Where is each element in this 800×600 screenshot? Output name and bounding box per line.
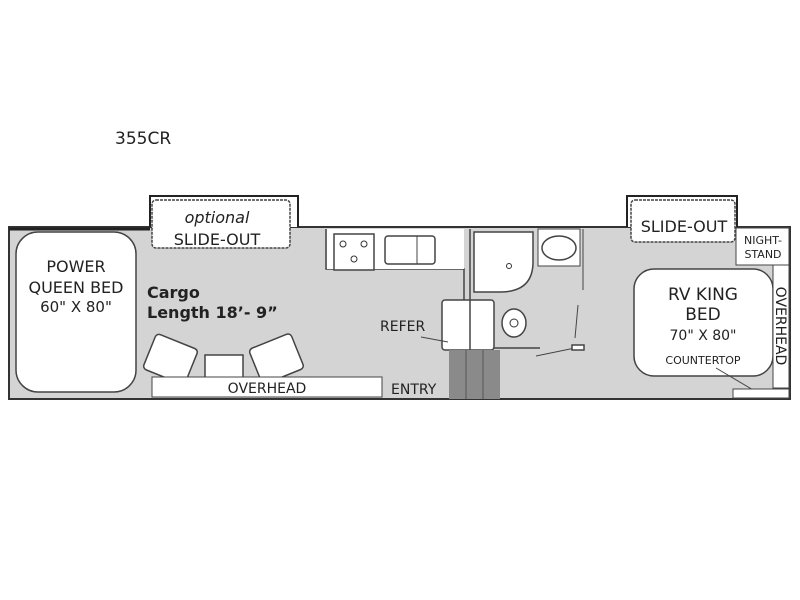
entry-stairs — [449, 350, 500, 399]
bathroom — [469, 228, 585, 357]
overhead-cabinet-right — [772, 264, 790, 389]
nightstand-label: STAND — [744, 248, 781, 261]
king-bed: RV KING BED 70" X 80" COUNTERTOP — [633, 268, 774, 395]
king-bed-label: RV KING — [668, 285, 738, 305]
entry-label: ENTRY — [391, 382, 437, 398]
left-slideout: optional SLIDE-OUT — [149, 195, 299, 249]
cargo-length: Length 18’- 9” — [147, 303, 278, 322]
overhead-left-label: OVERHEAD — [228, 381, 307, 397]
queen-bed-label: QUEEN BED — [29, 278, 124, 297]
cargo-label: Cargo — [147, 283, 200, 302]
model-title: 355CR — [115, 129, 171, 149]
refer-label: REFER — [380, 319, 425, 335]
refrigerator — [441, 299, 495, 351]
nightstand-label: NIGHT- — [744, 234, 782, 247]
sink-icon — [384, 235, 436, 265]
bath-sink-icon — [541, 235, 577, 261]
kitchen-counter — [325, 229, 465, 300]
slideout-optional-label: optional — [185, 208, 250, 227]
king-bed-size: 70" X 80" — [670, 328, 737, 344]
overhead-right-label: OVERHEAD — [772, 287, 788, 366]
stove-icon — [333, 233, 375, 271]
shower-icon — [473, 231, 534, 293]
right-slideout: SLIDE-OUT — [626, 195, 738, 243]
queen-bed-label: POWER — [46, 257, 105, 276]
countertop-label: COUNTERTOP — [665, 354, 741, 367]
slideout-label: SLIDE-OUT — [174, 230, 261, 249]
slideout-right-label: SLIDE-OUT — [641, 217, 728, 236]
countertop — [732, 388, 790, 399]
queen-bed: POWER QUEEN BED 60" X 80" — [15, 231, 137, 393]
nightstand — [735, 227, 790, 266]
toilet-icon — [501, 308, 527, 338]
exterior-wall — [8, 226, 791, 400]
king-bed-label: BED — [685, 305, 721, 325]
overhead-cabinet-left — [151, 376, 383, 398]
queen-bed-size: 60" X 80" — [40, 298, 112, 316]
